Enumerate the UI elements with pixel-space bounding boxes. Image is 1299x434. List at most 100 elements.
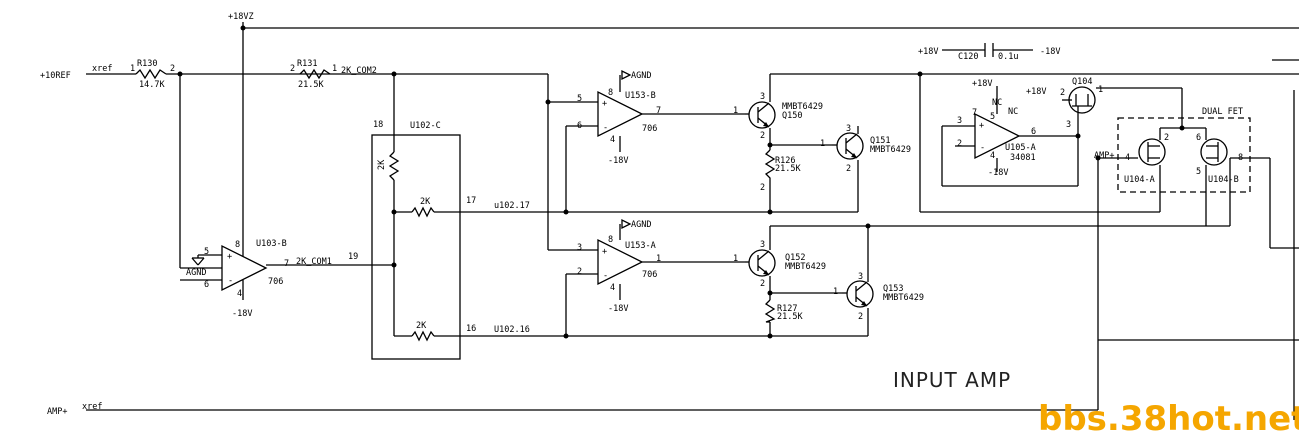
pin-number: 4 [610,283,615,293]
u103b-part: 706 [268,277,283,287]
pin-number: 8 [608,235,613,245]
pin-number: 3 [760,92,765,102]
c120-ref: C120 [958,52,978,62]
transistor-q153 [846,280,874,308]
r126-ref: R126 [775,156,795,166]
q152-ref: Q152 [785,253,805,263]
u102-r-bot-value: 2K [416,321,427,331]
agnd-symbol-u103 [191,257,205,266]
pin-number: 2 [957,139,962,149]
supply-c120-pos: +18V [918,47,938,57]
supply-u153a-neg: -18V [608,304,628,314]
supply-c120-neg: -18V [1040,47,1060,57]
q153-part: MMBT6429 [883,293,924,303]
transistor-q151 [836,132,864,160]
q151-part: MMBT6429 [870,145,911,155]
resistor-r126 [764,149,776,192]
net-agnd-u103: AGND [186,268,206,278]
u105a-label: U105-A [1005,143,1036,153]
q152-part: MMBT6429 [785,262,826,272]
pin-number: 1 [332,64,337,74]
r130-value: 14.7K [139,80,165,90]
labels: +18VZ +10REF xref AMP+ xref AMP+ AGND AG… [40,12,1243,417]
pin-number: 3 [577,243,582,253]
pin-number: 2 [846,164,851,174]
pin-number: 1 [733,254,738,264]
pin-number: 1 [656,254,661,264]
pin-number: 5 [577,94,582,104]
fet-u104b [1200,138,1228,166]
net-u102-16: U102.16 [494,325,530,335]
resistor-r127 [764,299,776,323]
pin-number: 6 [204,280,209,290]
pin-number: 1 [733,106,738,116]
r131-value: 21.5K [298,80,324,90]
resistor-u102-bot [411,330,435,342]
r127-value: 21.5K [777,312,803,322]
pin-number: 7 [284,259,289,269]
q104-ref: Q104 [1072,77,1092,87]
pin-number: 6 [1031,127,1036,137]
u103-minus: - [228,276,233,286]
pin-number: 1 [820,139,825,149]
net-agnd-u153b: AGND [631,71,651,81]
u103b-label: U103-B [256,239,287,249]
net-xref-top: xref [92,64,112,74]
u153a-part: 706 [642,270,657,280]
u104b-label: U104-B [1208,175,1239,185]
pin-number: 4 [990,151,995,161]
pin-number: 5 [204,247,209,257]
pin-number: 3 [858,272,863,282]
pin-number: 3 [957,116,962,126]
supply-u153b-neg: -18V [608,156,628,166]
net-amp-plus-bottom: AMP+ [47,407,67,417]
pin-number: 3 [1066,120,1071,130]
resistor-u102-mid [411,206,435,218]
pin-number: 18 [373,120,383,130]
u105-plus: + [979,121,984,131]
pin-number: 2 [760,183,765,193]
q150-ref: Q150 [782,111,802,121]
u153b-plus: + [602,99,607,109]
pin-number: 19 [348,252,358,262]
resistor-r131 [299,68,331,80]
u153b-part: 706 [642,124,657,134]
watermark: bbs.38hot.net [1038,399,1299,434]
supply-u105-neg: -18V [988,168,1008,178]
supply-q104: +18V [1026,87,1046,97]
dual-fet-box [1117,117,1251,193]
pin-number: 4 [610,135,615,145]
q150-part: MMBT6429 [782,102,823,112]
r131-ref: R131 [297,59,317,69]
net-agnd-u153a: AGND [631,220,651,230]
pin-number: 2 [1060,88,1065,98]
r127-ref: R127 [777,304,797,314]
u102c-label: U102-C [410,121,441,131]
pin-number: 4 [1125,153,1130,163]
dual-fet-label: DUAL FET [1202,107,1243,117]
net-xref-bottom: xref [82,402,102,412]
transistor-q150 [748,101,776,129]
schematic-title: INPUT AMP [893,368,1011,392]
pin-number: 2 [760,131,765,141]
agnd-flag-u153b [621,69,632,81]
pin-number: 5 [990,112,995,122]
u153a-minus: - [603,271,608,281]
u105-minus: - [980,143,985,153]
r130-ref: R130 [137,59,157,69]
capacitor-c120 [984,43,994,57]
net-amp-plus-fet: AMP+ [1094,151,1114,161]
net-u102-17: u102.17 [494,201,530,211]
pin-number: 4 [237,289,242,299]
nc-label-2: NC [1008,107,1018,117]
q153-ref: Q153 [883,284,903,294]
transistor-q104 [1068,86,1096,114]
q151-ref: Q151 [870,136,890,146]
pin-number: 2 [858,312,863,322]
transistor-q152 [748,249,776,277]
u102c-package [371,134,461,360]
agnd-flag-u153a [621,218,632,230]
pin-number: 5 [1196,167,1201,177]
pin-number: 8 [608,88,613,98]
